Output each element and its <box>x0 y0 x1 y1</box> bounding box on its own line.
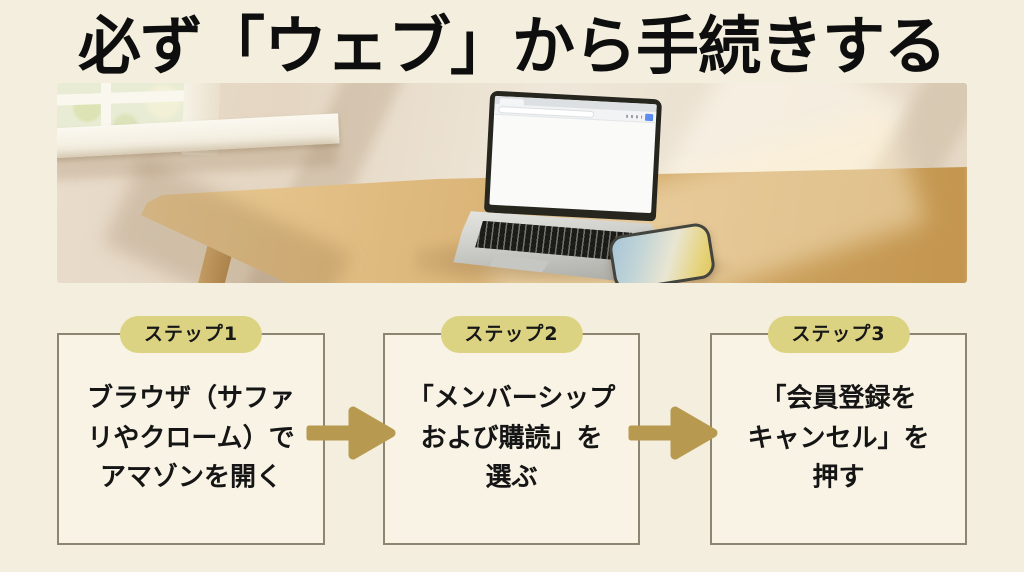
browser-window <box>489 95 657 214</box>
step-badge-3-label: ステップ3 <box>791 323 886 345</box>
step-badge-2-label: ステップ2 <box>464 323 559 345</box>
smartphone-screen <box>610 224 714 283</box>
page-title: 必ず「ウェブ」から手続きする <box>78 10 947 83</box>
step-badge-1-label: ステップ1 <box>143 323 239 345</box>
step-1-text: ブラウザ（サファ リやクローム）で アマゾンを開く <box>86 383 295 493</box>
arrow-right-icon <box>306 406 396 460</box>
step-3-text: 「会員登録を キャンセル」を 押す <box>747 383 930 493</box>
step-2-text: 「メンバーシップ および購読」を 選ぶ <box>407 383 616 493</box>
step-box-1: ステップ1 ブラウザ（サファ リやクローム）で アマゾンを開く <box>57 316 325 545</box>
step-badge-2: ステップ2 <box>440 316 583 353</box>
window-frame-vertical <box>101 83 111 145</box>
step-box-3: ステップ3 「会員登録を キャンセル」を 押す <box>710 316 967 545</box>
address-field <box>498 106 595 119</box>
step-badge-3: ステップ3 <box>767 316 910 353</box>
step-badge-1: ステップ1 <box>119 316 263 353</box>
hero-photo <box>57 83 967 283</box>
browser-profile-button <box>644 113 654 122</box>
step-box-2: ステップ2 「メンバーシップ および購読」を 選ぶ <box>383 316 640 545</box>
browser-toolbar-icons <box>626 114 643 119</box>
laptop-trackpad <box>483 254 550 280</box>
arrow-right-icon <box>628 406 718 460</box>
laptop-screen <box>483 90 663 222</box>
